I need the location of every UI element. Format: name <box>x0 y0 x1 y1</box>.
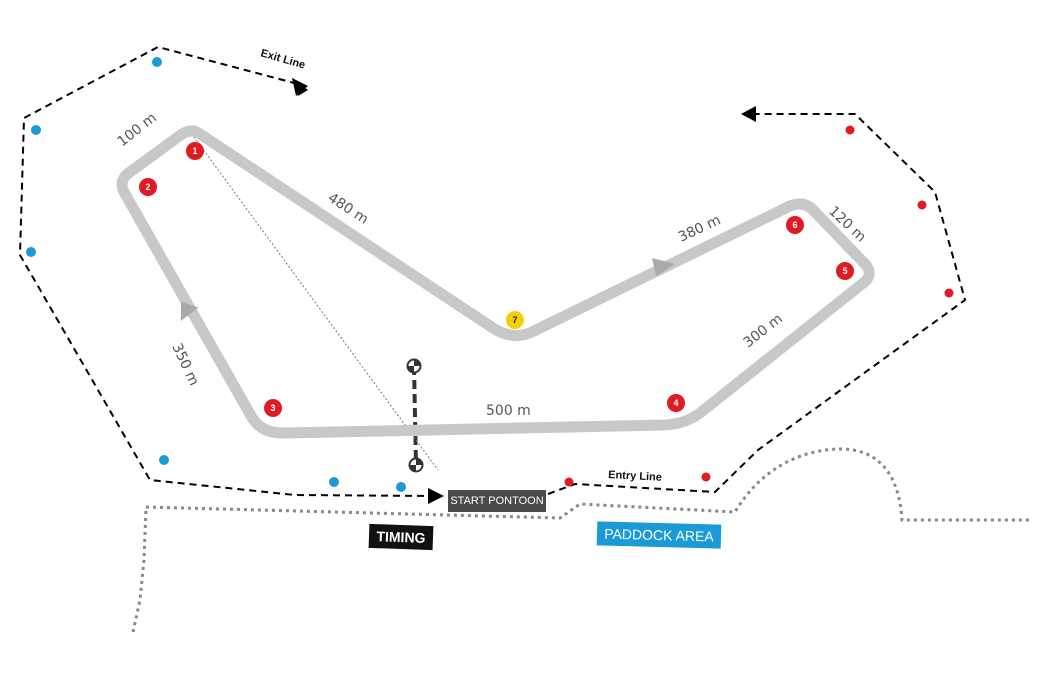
start-arrow-icon <box>428 488 444 504</box>
exit-line-label: Exit Line <box>259 47 306 71</box>
svg-text:4: 4 <box>673 398 678 408</box>
entry-lane-arrow-icon <box>741 106 756 122</box>
buoy-5: 5 <box>836 262 854 280</box>
svg-text:5: 5 <box>842 266 847 276</box>
buoy-1: 1 <box>186 142 204 160</box>
buoy-6: 6 <box>786 216 804 234</box>
buoy-7: 7 <box>506 311 524 329</box>
race-course <box>116 125 875 439</box>
svg-text:3: 3 <box>270 403 275 413</box>
distance-500: 500 m <box>486 403 531 419</box>
exit-line-arrowhead-icon <box>292 78 308 96</box>
start-line <box>412 365 418 466</box>
svg-text:6: 6 <box>792 220 797 230</box>
entry-lane <box>547 113 967 495</box>
shoreline <box>131 447 1030 633</box>
svg-text:2: 2 <box>145 182 150 192</box>
exit-lane <box>18 45 437 497</box>
distance-100: 100 m <box>115 110 160 150</box>
start-pontoon-label: START PONTOON <box>448 490 546 512</box>
direction-arrow-icon <box>180 301 199 322</box>
buoy-4: 4 <box>667 394 685 412</box>
blue-markers <box>26 57 406 492</box>
red-markers <box>564 125 954 487</box>
svg-text:1: 1 <box>192 146 197 156</box>
buoy-3: 3 <box>264 399 282 417</box>
sight-line <box>193 136 439 471</box>
buoy-2: 2 <box>139 178 157 196</box>
paddock-area-label: PADDOCK AREA <box>596 521 722 549</box>
timing-label: TIMING <box>368 523 434 551</box>
entry-line-label: Entry Line <box>608 469 662 484</box>
direction-arrow-icon <box>652 258 675 276</box>
distance-350: 350 m <box>168 341 201 388</box>
svg-text:7: 7 <box>512 315 517 325</box>
